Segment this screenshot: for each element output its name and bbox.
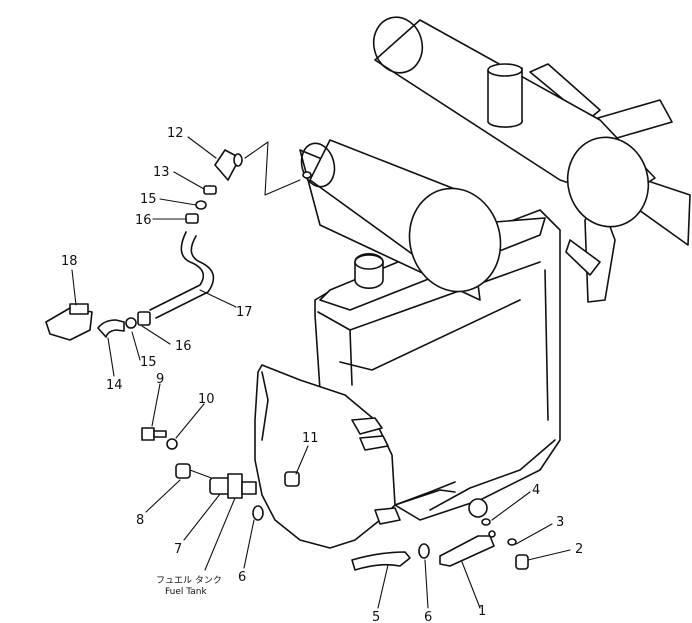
- muffler: [299, 139, 502, 301]
- leader-lines: [71, 136, 571, 609]
- callout-5: 5: [372, 610, 380, 623]
- callout-10: 10: [198, 392, 215, 407]
- part-1-pipe: [439, 535, 495, 567]
- part-10-washer: [166, 438, 178, 450]
- part-15-upper-gasket: [195, 200, 207, 210]
- part-3-gasket: [507, 538, 517, 546]
- part-11-nut: [284, 471, 300, 487]
- part-4-fitting: [468, 498, 496, 538]
- part-9-bolt: [141, 427, 167, 441]
- callout-labels: 12 13 15 16 18 17 16 15 14 9 10 11 8 7 6…: [61, 126, 583, 623]
- callout-3: 3: [556, 515, 564, 530]
- callout-7: 7: [174, 542, 182, 557]
- part-15-lower-gasket: [125, 317, 137, 329]
- callout-11: 11: [302, 431, 319, 446]
- callout-15-upper: 15: [140, 192, 157, 207]
- callout-6-left: 6: [238, 570, 246, 585]
- callout-17: 17: [236, 305, 253, 320]
- air-cleaner: [372, 16, 656, 228]
- part-16-upper-clip: [185, 213, 199, 224]
- leader-12-to-muffler: [244, 141, 301, 196]
- part-12-elbow: [214, 149, 243, 181]
- part-6-clamp-left: [252, 505, 264, 521]
- callout-1: 1: [478, 604, 486, 619]
- part-18-bracket: [45, 303, 93, 341]
- callout-13: 13: [153, 165, 170, 180]
- callout-14: 14: [106, 378, 123, 393]
- part-7-cock: [209, 473, 257, 499]
- part-13-nut: [203, 185, 217, 195]
- callout-4: 4: [532, 483, 540, 498]
- part-17-hose: [149, 231, 215, 319]
- part-8-plug: [175, 463, 231, 486]
- part-5-hose: [351, 551, 411, 571]
- part-14-elbow: [97, 319, 125, 338]
- flywheel-housing: [254, 364, 456, 549]
- callout-16-lower: 16: [175, 339, 192, 354]
- fuel-tank-note: フュエル タンク Fuel Tank: [156, 575, 222, 597]
- part-6-clamp-right: [418, 543, 430, 559]
- callout-12: 12: [167, 126, 184, 141]
- callout-6-right: 6: [424, 610, 432, 623]
- callout-8: 8: [136, 513, 144, 528]
- callout-9: 9: [156, 372, 164, 387]
- callout-2: 2: [575, 542, 583, 557]
- callout-15-lower: 15: [140, 355, 157, 370]
- part-2-plug: [515, 554, 529, 570]
- fuel-tank-label-jp: フュエル タンク: [156, 575, 222, 586]
- fuel-tank-label-en: Fuel Tank: [165, 587, 208, 597]
- part-16-lower-clip: [137, 311, 151, 326]
- callout-18: 18: [61, 254, 78, 269]
- callout-16-upper: 16: [135, 213, 152, 228]
